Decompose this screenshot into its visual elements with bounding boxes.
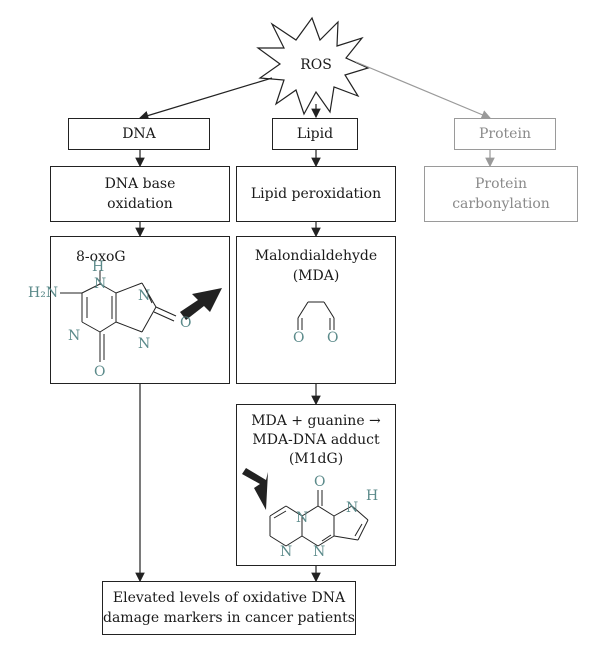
arrow-ros-protein	[355, 61, 492, 120]
oxog-atom-n3: N	[138, 288, 151, 304]
dna-base-oxidation-line2: oxidation	[107, 196, 173, 212]
oxog-atom-n2: N	[68, 328, 81, 344]
arrow-ros-dna	[138, 77, 273, 121]
mda-atom-o1: O	[293, 330, 305, 346]
dna-base-oxidation-line1: DNA base	[104, 176, 176, 192]
dna-base-oxidation-box: DNA base oxidation	[50, 166, 230, 222]
lipid-peroxidation-label: Lipid peroxidation	[250, 186, 382, 202]
ros-label: ROS	[300, 57, 332, 73]
oxog-atom-o2: O	[94, 364, 106, 380]
oxog-box	[50, 236, 230, 384]
mda-line1: Malondialdehyde	[254, 248, 378, 264]
oxog-atom-h2n: H₂N	[28, 285, 59, 301]
m1dg-line1: MDA + guanine →	[251, 413, 381, 429]
m1dg-atom-n2: N	[346, 500, 359, 516]
protein-carbonylation-line1: Protein	[475, 176, 527, 192]
protein-carbonylation-box: Protein carbonylation	[424, 166, 578, 222]
result-line2: damage markers in cancer patients	[103, 610, 355, 626]
lipid-box: Lipid	[272, 118, 358, 150]
protein-box: Protein	[454, 118, 556, 150]
oxog-pointer-arrow	[180, 288, 222, 320]
dna-box: DNA	[68, 118, 210, 150]
m1dg-atom-o: O	[314, 474, 326, 490]
m1dg-atom-h: H	[366, 488, 379, 504]
m1dg-atom-n3: N	[280, 544, 293, 560]
result-line1: Elevated levels of oxidative DNA	[112, 590, 346, 606]
m1dg-line2: MDA-DNA adduct	[252, 432, 380, 448]
dna-label: DNA	[122, 126, 156, 142]
m1dg-atom-n4: N	[313, 544, 326, 560]
m1dg-line3: (M1dG)	[288, 451, 344, 467]
oxog-atom-o1: O	[180, 315, 192, 331]
oxog-atom-n1: N	[94, 276, 107, 292]
mda-box	[236, 236, 396, 384]
oxog-title: 8-oxoG	[76, 249, 126, 265]
protein-label: Protein	[479, 126, 531, 142]
lipid-peroxidation-box: Lipid peroxidation	[236, 166, 396, 222]
mda-line2: (MDA)	[292, 268, 340, 284]
ros-starburst	[256, 16, 370, 116]
oxog-atom-h: H	[92, 259, 105, 275]
protein-carbonylation-line2: carbonylation	[452, 196, 550, 212]
lipid-label: Lipid	[296, 126, 334, 142]
m1dg-atom-n1: N	[296, 510, 309, 526]
m1dg-pointer-arrow	[242, 468, 268, 510]
result-box: Elevated levels of oxidative DNA damage …	[102, 581, 356, 635]
oxog-atom-n4: N	[138, 336, 151, 352]
mda-atom-o2: O	[327, 330, 339, 346]
